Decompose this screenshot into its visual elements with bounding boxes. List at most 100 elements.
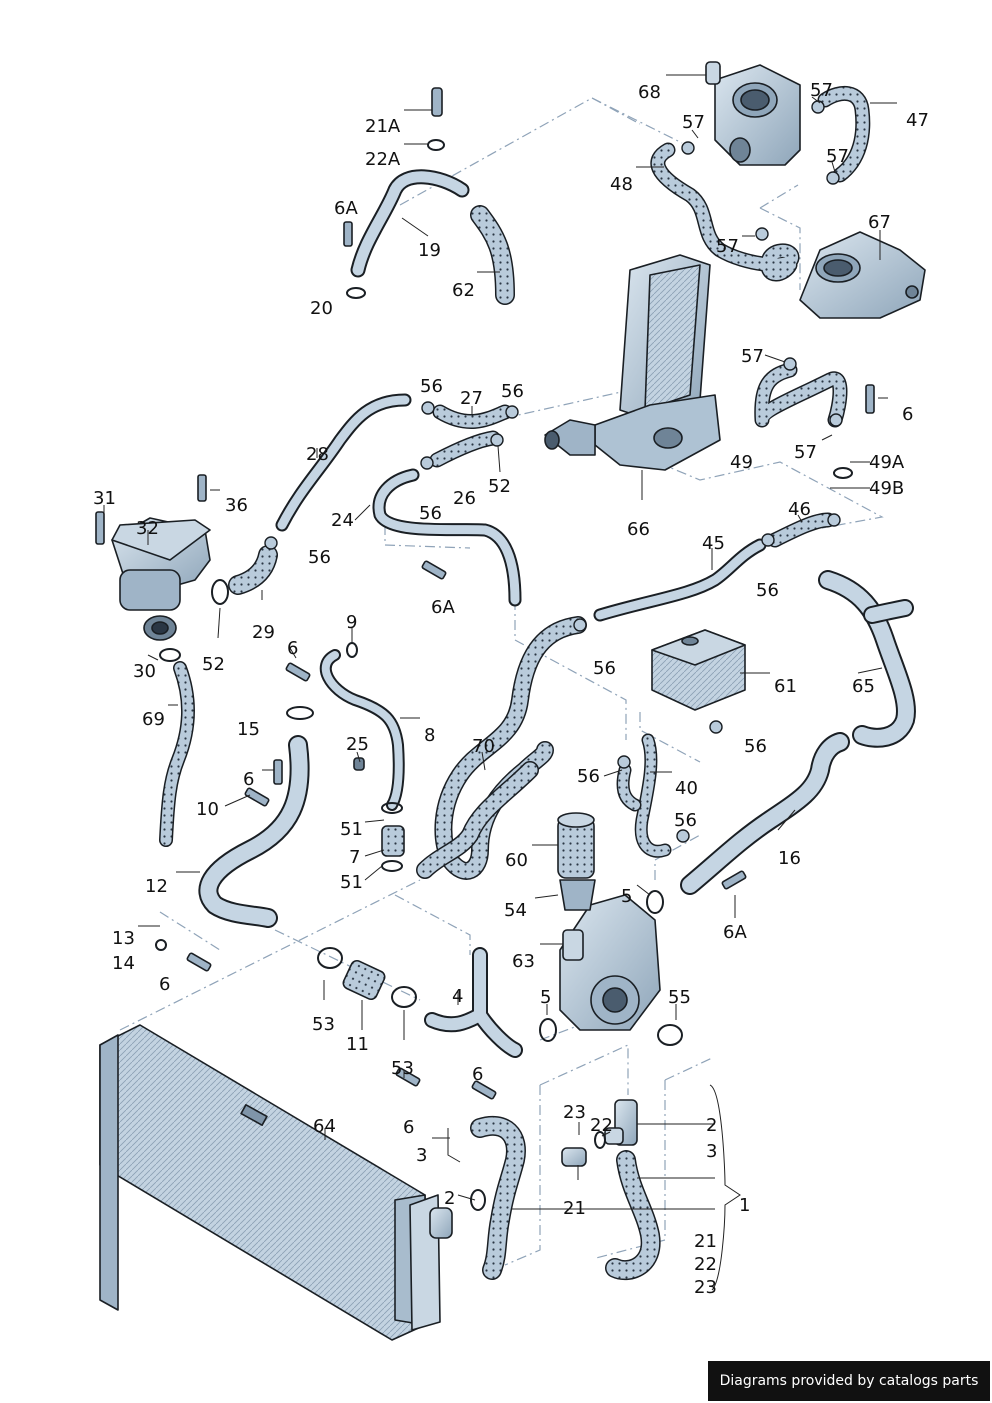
label-27: 27 [460,388,483,409]
label-57: 57 [794,442,817,463]
label-21: 21 [694,1231,717,1252]
label-30: 30 [133,661,156,682]
label-56: 56 [593,658,616,679]
label-70: 70 [472,736,495,757]
part-labels: 68 57 57 47 57 48 21A 22A 6A 19 20 62 57… [93,80,929,1298]
label-16: 16 [778,848,801,869]
label-6: 6 [243,769,254,790]
label-36: 36 [225,495,248,516]
label-51: 51 [340,819,363,840]
label-47: 47 [906,110,929,131]
label-9: 9 [346,612,357,633]
sensor-21 [561,1147,587,1167]
label-57: 57 [682,112,705,133]
label-28: 28 [306,444,329,465]
pipe-45 [593,538,767,622]
hose-69 [159,661,195,847]
label-56: 56 [308,547,331,568]
perforated-hoses [159,86,871,1281]
label-55: 55 [668,987,691,1008]
hose-49 [754,362,848,428]
label-40: 40 [675,778,698,799]
label-49A: 49A [869,452,905,473]
label-6: 6 [472,1064,483,1085]
label-45: 45 [702,533,725,554]
label-31: 31 [93,488,116,509]
radiator [99,1024,453,1341]
label-23: 23 [563,1102,586,1123]
label-6A: 6A [431,597,455,618]
label-26: 26 [453,488,476,509]
housing-67 [799,231,926,319]
label-6: 6 [403,1117,414,1138]
label-67: 67 [868,212,891,233]
label-8: 8 [424,725,435,746]
label-6: 6 [159,974,170,995]
label-3: 3 [416,1145,427,1166]
sleeve-60 [557,812,596,911]
label-22: 22 [694,1254,717,1275]
label-14: 14 [112,953,135,974]
pipe-4 [424,947,523,1058]
label-6A: 6A [723,922,747,943]
label-13: 13 [112,928,135,949]
label-66: 66 [627,519,650,540]
label-21A: 21A [365,116,401,137]
label-57: 57 [716,236,739,257]
label-64: 64 [313,1116,336,1137]
housing-68 [705,61,801,166]
tee-2 [604,1099,638,1146]
label-21: 21 [563,1198,586,1219]
bolts [95,87,875,1100]
label-6A: 6A [334,198,358,219]
label-56: 56 [744,736,767,757]
credit-banner: Diagrams provided by catalogs parts [708,1361,990,1401]
label-12: 12 [145,876,168,897]
label-46: 46 [788,499,811,520]
hose-29 [228,545,278,595]
label-54: 54 [504,900,527,921]
label-22A: 22A [365,149,401,170]
label-57: 57 [741,346,764,367]
hose-27 [432,404,513,429]
label-57: 57 [810,80,833,101]
label-5: 5 [540,987,551,1008]
label-15: 15 [237,719,260,740]
label-52: 52 [202,654,225,675]
label-61: 61 [774,676,797,697]
label-10: 10 [196,799,219,820]
hose-48 [650,142,800,282]
pipe-16 [680,732,850,895]
label-53: 53 [391,1058,414,1079]
label-68: 68 [638,82,661,103]
small-clamps [264,100,843,843]
label-32: 32 [136,518,159,539]
pipe-65 [818,570,916,748]
label-2: 2 [706,1115,717,1136]
hose-26 [429,430,501,468]
sleeve-7 [381,825,405,857]
label-62: 62 [452,280,475,301]
label-24: 24 [331,510,354,531]
label-6: 6 [287,638,298,659]
label-56: 56 [419,503,442,524]
assembly-lines [119,97,884,1266]
hose-47 [817,86,871,183]
label-52: 52 [488,476,511,497]
label-63: 63 [512,951,535,972]
label-49B: 49B [869,478,904,499]
pipe-24 [372,468,522,607]
label-2: 2 [444,1188,455,1209]
oil-cooler-66 [544,254,721,471]
pipe-8 [319,649,405,811]
sleeve-11 [342,959,386,1001]
label-53: 53 [312,1014,335,1035]
label-6: 6 [902,404,913,425]
label-22: 22 [590,1115,613,1136]
water-pump-63 [559,894,661,1031]
pump-30 [111,517,211,641]
label-60: 60 [505,850,528,871]
label-56: 56 [674,810,697,831]
label-3: 3 [706,1141,717,1162]
